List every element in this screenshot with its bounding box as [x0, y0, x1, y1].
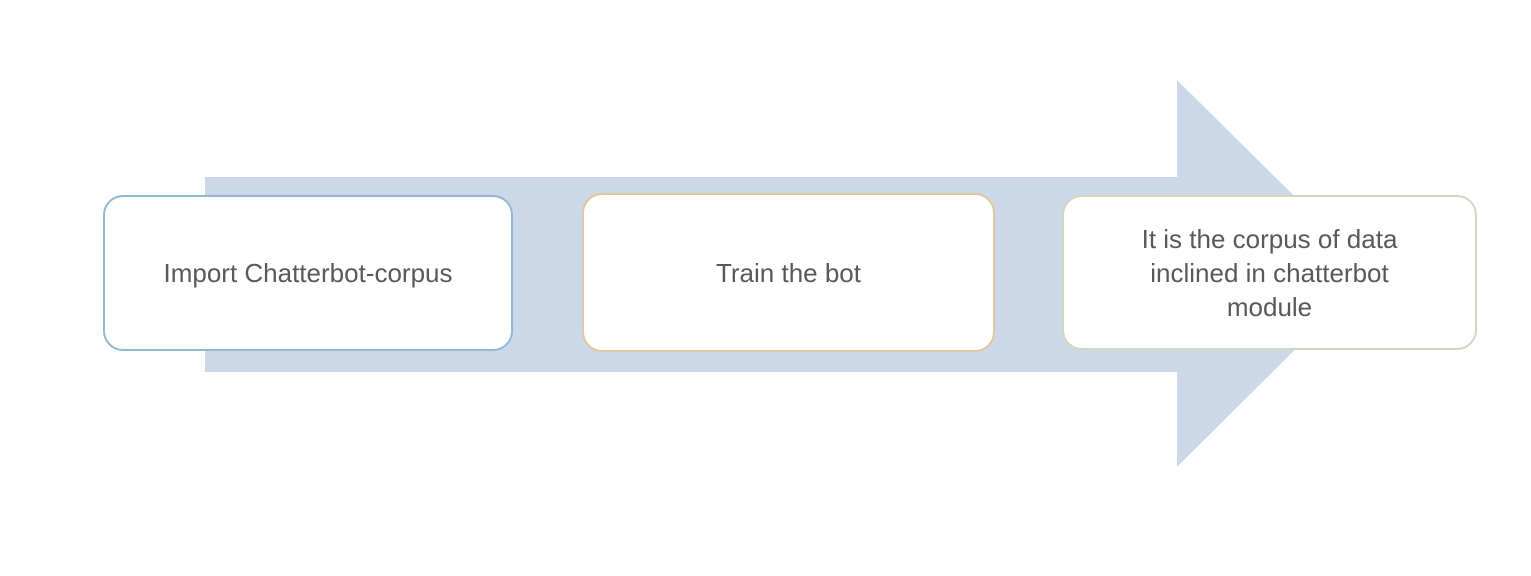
step-label: It is the corpus of data inclined in cha…	[1141, 223, 1398, 322]
step-box-import-corpus: Import Chatterbot-corpus	[103, 195, 513, 351]
step-label: Import Chatterbot-corpus	[163, 258, 453, 288]
step-label: Train the bot	[715, 257, 861, 288]
step-box-corpus-description: It is the corpus of data inclined in cha…	[1062, 195, 1477, 350]
step-box-train-bot: Train the bot	[582, 193, 995, 352]
